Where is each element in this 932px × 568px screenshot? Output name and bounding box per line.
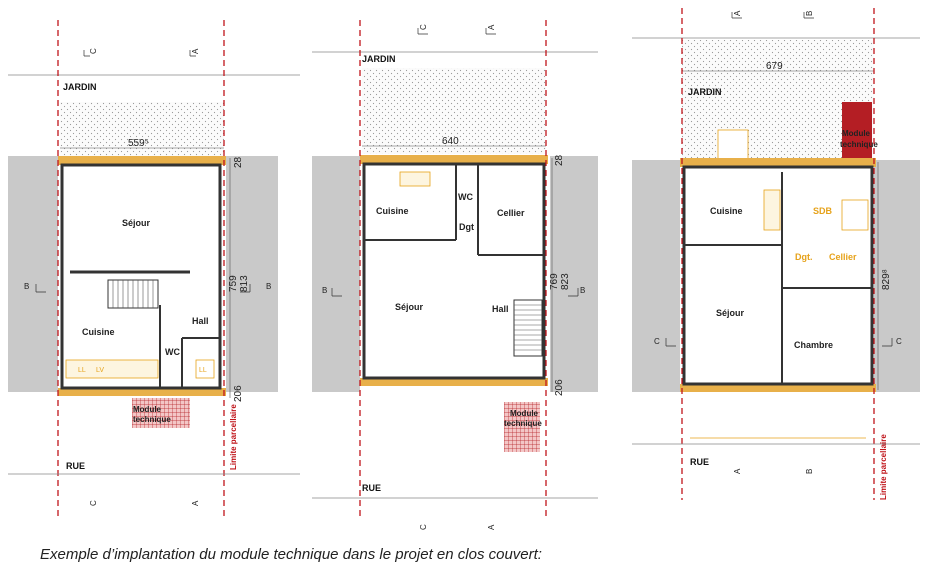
room-wc: WC xyxy=(458,192,473,202)
dim-inner: 769 xyxy=(549,273,560,290)
garden-label: JARDIN xyxy=(688,87,722,97)
width-dimension: 640 xyxy=(442,136,459,147)
room-hall: Hall xyxy=(192,316,209,326)
cut-c-bottom: C xyxy=(89,500,98,506)
appliance-2: LV xyxy=(96,367,104,374)
room-cuisine: Cuisine xyxy=(376,206,409,216)
cut-c-top: C xyxy=(419,24,428,30)
cut-c-left: C xyxy=(654,337,660,346)
room-sejour: Séjour xyxy=(395,302,424,312)
width-dimension: 559⁵ xyxy=(128,138,149,149)
room-sdb: SDB xyxy=(813,206,833,216)
module-label-1: Module xyxy=(133,405,162,414)
room-chambre: Chambre xyxy=(794,340,833,350)
cut-b-left: B xyxy=(322,286,327,295)
room-cellier: Cellier xyxy=(497,208,525,218)
room-wc: WC xyxy=(165,347,180,357)
room-cellier: Cellier xyxy=(829,252,857,262)
module-label-2: technique xyxy=(133,415,171,424)
street-label: RUE xyxy=(66,461,85,471)
cut-a-bottom: A xyxy=(487,524,496,530)
cut-c-right: C xyxy=(896,337,902,346)
appliance-3: LL xyxy=(199,367,207,374)
dim-total: 823 xyxy=(560,273,571,290)
dim-total: 813 xyxy=(239,275,250,292)
neighbour-right xyxy=(550,156,598,392)
garden-area xyxy=(362,68,546,154)
cut-c-bottom: C xyxy=(419,524,428,530)
dim-total: 829⁸ xyxy=(881,269,892,290)
neighbour-right xyxy=(874,160,920,392)
garden-label: JARDIN xyxy=(362,54,396,64)
room-sejour: Séjour xyxy=(122,218,151,228)
plan-3: JARDIN 679 Module technique Cuisine SDB … xyxy=(632,8,920,500)
width-dimension: 679 xyxy=(766,61,783,72)
neighbour-left xyxy=(8,156,58,392)
room-dgt: Dgt. xyxy=(795,252,813,262)
appliance-1: LL xyxy=(78,367,86,374)
plan-2: JARDIN 640 Cuisine WC Cellier Dgt Séjour… xyxy=(312,20,598,530)
figure-caption: Exemple d’implantation du module techniq… xyxy=(40,546,542,563)
cut-a-bottom: A xyxy=(191,500,200,506)
room-cuisine: Cuisine xyxy=(82,327,115,337)
cut-a-bottom: A xyxy=(733,468,742,474)
cut-a-top: A xyxy=(487,24,496,30)
dim-bottom: 206 xyxy=(554,379,565,396)
cut-b-bottom: B xyxy=(805,469,814,474)
street-label: RUE xyxy=(690,457,709,467)
neighbour-left xyxy=(312,156,360,392)
cut-b-left: B xyxy=(24,282,29,291)
room-sejour: Séjour xyxy=(716,308,745,318)
module-label-2: technique xyxy=(840,140,878,149)
dim-top: 28 xyxy=(233,156,244,168)
plan-1: JARDIN 559⁵ LL LV LL Séjour Cuisine Hall… xyxy=(8,20,300,520)
dim-top: 28 xyxy=(554,154,565,166)
cut-b-top: B xyxy=(805,11,814,16)
cut-b-right: B xyxy=(580,286,585,295)
module-label-2: technique xyxy=(504,419,542,428)
neighbour-left xyxy=(632,160,680,392)
cut-b-right: B xyxy=(266,282,271,291)
room-hall: Hall xyxy=(492,304,509,314)
technical-module xyxy=(842,102,872,158)
neighbour-right xyxy=(226,156,278,392)
technical-module xyxy=(132,398,190,428)
cut-a-top: A xyxy=(191,48,200,54)
cut-a-top: A xyxy=(733,10,742,16)
garden-label: JARDIN xyxy=(63,82,97,92)
dim-inner: 759 xyxy=(228,275,239,292)
room-dgt: Dgt xyxy=(459,222,474,232)
technical-module xyxy=(504,402,540,452)
garden-area xyxy=(60,102,224,156)
street-label: RUE xyxy=(362,483,381,493)
module-label-1: Module xyxy=(842,129,871,138)
module-label-1: Module xyxy=(510,409,539,418)
limit-label: Limite parcellaire xyxy=(879,434,888,500)
room-cuisine: Cuisine xyxy=(710,206,743,216)
cut-c-top: C xyxy=(89,48,98,54)
plans-drawing: JARDIN 559⁵ LL LV LL Séjour Cuisine Hall… xyxy=(8,8,920,530)
dim-bottom: 206 xyxy=(233,385,244,402)
limit-label: Limite parcellaire xyxy=(229,404,238,470)
